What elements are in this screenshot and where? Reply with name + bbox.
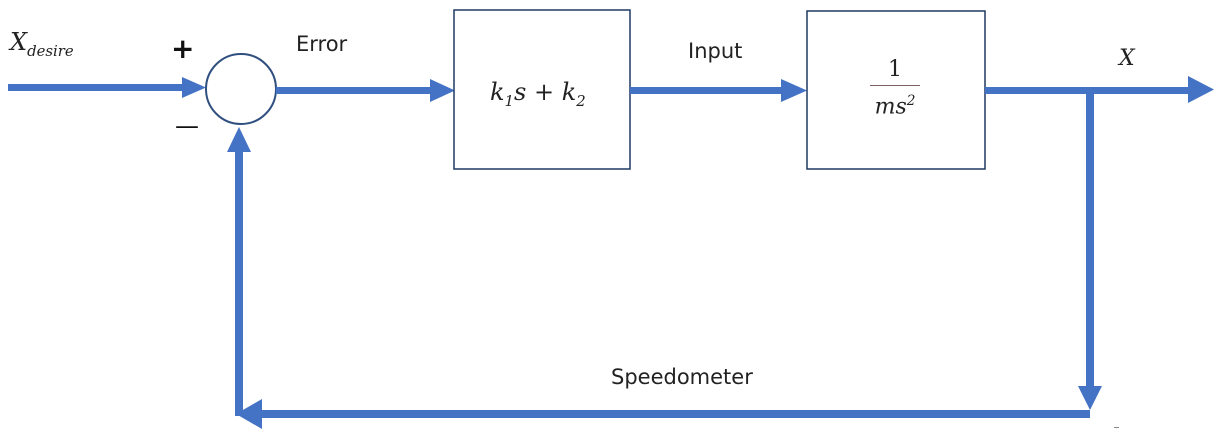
feedback-up-arrow (227, 127, 251, 416)
controller-block (453, 9, 631, 170)
input-arrow (8, 77, 206, 98)
error-label: Error (296, 32, 348, 56)
fraction-bar (870, 85, 920, 86)
minus-sign: — (175, 112, 199, 140)
plant-block (806, 10, 986, 170)
feedback-label: Speedometer (611, 365, 753, 389)
plant-transfer-function: 1 ms2 (855, 58, 935, 120)
error-arrow (276, 79, 455, 102)
feedback-down-arrow (1078, 90, 1102, 410)
input-label: Input (688, 39, 743, 63)
summing-junction (205, 53, 277, 125)
plus-sign: + (171, 32, 195, 65)
stray-mark (1114, 427, 1119, 428)
feedback-bottom-arrow (236, 399, 1090, 429)
input-signal-label: Xdesire (10, 28, 74, 60)
output-label: X (1119, 46, 1135, 71)
input-signal-arrow (630, 79, 807, 102)
plant-numerator: 1 (888, 57, 902, 82)
output-arrow (985, 76, 1214, 103)
plant-denominator: ms2 (874, 93, 916, 120)
controller-transfer-function: k1s + k2 (490, 78, 586, 110)
